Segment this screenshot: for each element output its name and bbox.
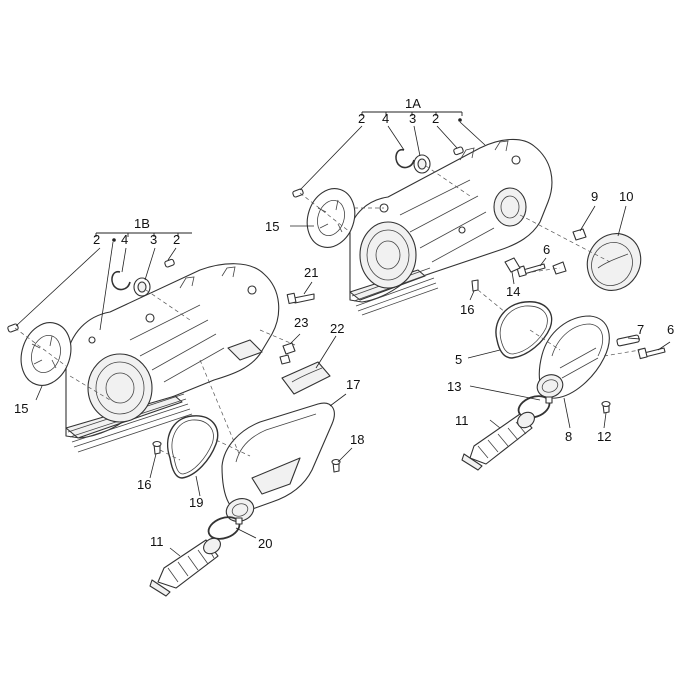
label-20: 20 (258, 536, 272, 551)
label-11-right: 11 (455, 413, 469, 428)
screw-16-left (152, 440, 162, 455)
label-16-right: 16 (460, 302, 474, 317)
spacer-7 (616, 334, 640, 347)
label-group-1a: 1A (405, 96, 421, 111)
label-2-1a-right: 2 (432, 111, 439, 126)
label-13: 13 (447, 379, 461, 394)
logo-cap-10 (586, 233, 642, 291)
label-7: 7 (637, 322, 644, 337)
clip-14 (504, 257, 521, 273)
label-19: 19 (189, 495, 203, 510)
label-10: 10 (619, 189, 633, 204)
label-2-1a-left: 2 (358, 111, 365, 126)
screw-18 (331, 458, 341, 473)
label-22: 22 (330, 321, 344, 336)
transmission-cover-1b (65, 263, 280, 453)
label-11-left: 11 (150, 534, 164, 549)
screw-21 (286, 292, 315, 305)
transmission-cover-1a (349, 138, 553, 316)
intake-duct-11-left (149, 537, 221, 597)
leader-lines (15, 111, 671, 557)
label-3-1a: 3 (409, 111, 416, 126)
bushing-near-cover (552, 261, 567, 275)
gasket-ring-15-right (306, 188, 356, 248)
label-21: 21 (304, 265, 318, 280)
label-5: 5 (455, 352, 462, 367)
intake-duct-11-right (461, 411, 535, 471)
label-group-1b: 1B (134, 216, 150, 231)
dowel-pin-2-right (292, 188, 304, 198)
filter-cover-8 (536, 315, 610, 399)
filter-cover-17 (221, 402, 335, 522)
label-8: 8 (565, 429, 572, 444)
dowel-pin-2-right-top (453, 146, 464, 156)
bearing-3-right (413, 154, 431, 174)
gasket-5 (495, 301, 553, 359)
callout-labels: 1A 2 4 3 2 1B 2 4 3 2 15 9 10 6 14 16 5 … (14, 96, 674, 551)
dowel-pin-2-left (7, 323, 19, 333)
label-9: 9 (591, 189, 598, 204)
screw-6-lower (637, 347, 666, 360)
label-14: 14 (506, 284, 520, 299)
screw-6-upper (516, 263, 546, 278)
label-3-1b: 3 (150, 232, 157, 247)
cover-assembly-1b (7, 258, 341, 597)
gasket-ring-15-left (20, 322, 72, 386)
label-17: 17 (346, 377, 360, 392)
circlip-4-right (395, 148, 415, 169)
bushing-23-lower (279, 354, 291, 365)
circlip-4-left (111, 270, 131, 291)
label-2-1b-right: 2 (173, 232, 180, 247)
cover-assembly-1a (292, 138, 666, 471)
bushing-9 (572, 228, 587, 241)
label-18: 18 (350, 432, 364, 447)
label-12: 12 (597, 429, 611, 444)
label-4-1a: 4 (382, 111, 389, 126)
label-6-lower: 6 (667, 322, 674, 337)
hose-clamp-13 (517, 395, 553, 419)
bracket-dot-1b (112, 238, 116, 242)
label-23: 23 (294, 315, 308, 330)
dowel-pin-2-left-top (164, 258, 175, 268)
bracket-dot-1a (458, 118, 462, 122)
screw-12 (601, 400, 611, 414)
logo-badge-22 (281, 361, 331, 395)
bearing-3-left (133, 277, 151, 297)
label-4-1b: 4 (121, 232, 128, 247)
label-15-right: 15 (265, 219, 279, 234)
label-15-left: 15 (14, 401, 28, 416)
label-2-1b-left: 2 (93, 232, 100, 247)
gasket-19 (166, 415, 219, 479)
hose-clamp-20 (207, 516, 243, 540)
assembly-axes (14, 165, 641, 461)
bushing-23 (282, 342, 296, 355)
label-6-upper: 6 (543, 242, 550, 257)
label-16-left: 16 (137, 477, 151, 492)
screw-16-right (471, 279, 479, 292)
